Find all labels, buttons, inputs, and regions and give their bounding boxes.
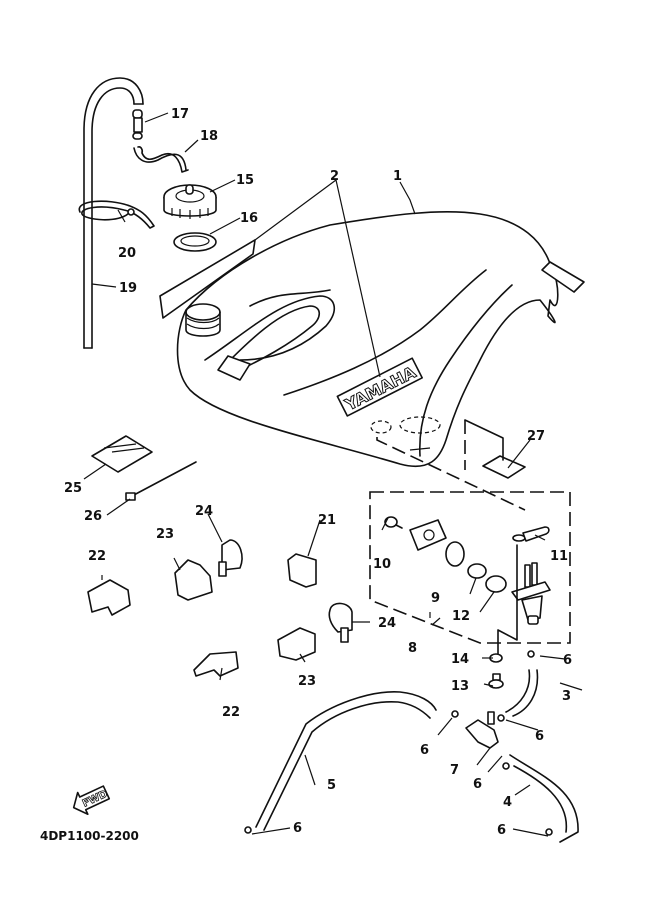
damper-22-right	[193, 651, 239, 677]
callout-21: 21	[318, 513, 336, 528]
fwd-direction-icon: FWD	[72, 785, 111, 816]
hose-18	[133, 146, 189, 173]
callout-19: 19	[119, 281, 137, 296]
fuel-hose-4	[509, 754, 579, 843]
hose-clips	[244, 650, 553, 836]
band-24-left	[218, 539, 243, 577]
callout-14: 14	[451, 652, 469, 667]
fuel-tank: YAMAHA	[159, 211, 585, 511]
plate	[409, 519, 447, 551]
strainer	[445, 541, 465, 567]
cable-tie-26	[125, 461, 197, 501]
callout-22: 22	[222, 705, 240, 720]
fuel-hose-5	[255, 691, 437, 831]
callout-labels: 1 2 3 4 5 6 6 6 6 6 6 7 8 9 10 11 12 13 …	[64, 107, 572, 838]
callout-24: 24	[195, 504, 213, 519]
callout-6: 6	[497, 823, 506, 838]
breather-hose	[83, 77, 144, 349]
callout-27: 27	[527, 429, 545, 444]
o-ring-9	[467, 563, 487, 579]
damper-23-left	[174, 559, 213, 601]
callout-15: 15	[236, 173, 254, 188]
hose-fitting	[132, 109, 143, 140]
callout-11: 11	[550, 549, 568, 564]
fuel-cock-assembly-box	[369, 491, 571, 644]
decal-strip	[159, 239, 256, 319]
bracket-21	[287, 553, 317, 588]
damper-22-left	[87, 579, 131, 616]
callout-13: 13	[451, 679, 469, 694]
callout-23: 23	[298, 674, 316, 689]
callout-7: 7	[450, 763, 459, 778]
callout-4: 4	[503, 795, 512, 810]
callout-20: 20	[118, 246, 136, 261]
callout-6: 6	[293, 821, 302, 836]
fuel-cock	[511, 562, 551, 625]
callout-26: 26	[84, 509, 102, 524]
cable-band	[78, 200, 155, 229]
gasket	[173, 232, 217, 252]
screw-10	[384, 516, 403, 529]
callout-6: 6	[535, 729, 544, 744]
fuel-hose-3	[505, 669, 539, 717]
callout-6: 6	[473, 777, 482, 792]
callout-22: 22	[88, 549, 106, 564]
band-24-right	[328, 602, 353, 643]
callout-18: 18	[200, 129, 218, 144]
callout-12: 12	[452, 609, 470, 624]
clip-11	[512, 526, 550, 542]
callout-6: 6	[420, 743, 429, 758]
leader-lines	[83, 112, 583, 837]
callout-5: 5	[327, 778, 336, 793]
callout-24: 24	[378, 616, 396, 631]
diagram-code: 4DP1100-2200	[40, 829, 139, 843]
callout-17: 17	[171, 107, 189, 122]
t-joint	[465, 711, 499, 749]
callout-9: 9	[431, 591, 440, 606]
callout-10: 10	[373, 557, 391, 572]
callout-16: 16	[240, 211, 258, 226]
cup-12	[485, 575, 507, 593]
callout-23: 23	[156, 527, 174, 542]
damper-23-right	[277, 627, 316, 661]
holder-25	[91, 435, 153, 473]
callout-3: 3	[562, 689, 571, 704]
callout-25: 25	[64, 481, 82, 496]
callout-8: 8	[408, 641, 417, 656]
callout-2: 2	[330, 169, 339, 184]
callout-1: 1	[393, 169, 402, 184]
callout-6: 6	[563, 653, 572, 668]
fuel-cap	[163, 184, 217, 219]
damper-pad	[464, 419, 526, 479]
